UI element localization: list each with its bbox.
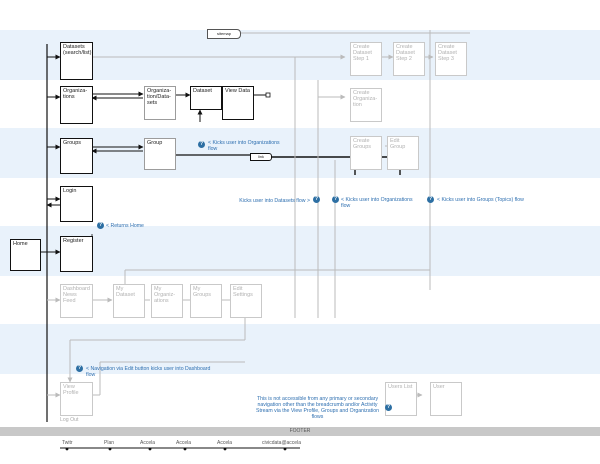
page-groups[interactable]: Groups [60, 138, 93, 174]
info-dot: ? [76, 365, 83, 372]
footer-link[interactable]: Plan [104, 440, 115, 446]
info-dot: ? [198, 141, 205, 148]
page-create-groups[interactable]: Create Groups [350, 136, 382, 170]
sitemap-tag: sitemap [207, 29, 241, 39]
page-create-org[interactable]: Create Organiza-tion [350, 88, 382, 122]
page-home[interactable]: Home [10, 239, 41, 271]
band [0, 226, 600, 276]
band [0, 30, 600, 80]
page-dataset[interactable]: Dataset [190, 86, 222, 110]
page-create-dataset-3[interactable]: Create Dataset Step 3 [435, 42, 467, 76]
page-login[interactable]: Login [60, 186, 93, 222]
log-out-label[interactable]: Log Out [60, 417, 79, 423]
page-edit-settings[interactable]: Edit Settings [230, 284, 262, 318]
note-not-accessible: This is not accessible from any primary … [255, 396, 380, 420]
page-create-dataset-2[interactable]: Create Dataset Step 2 [393, 42, 425, 76]
page-edit-group[interactable]: Edit Group [387, 136, 419, 170]
note-kicks-datasets: Kicks user into Datasets flow > [239, 198, 310, 204]
link-tag: link [250, 153, 272, 161]
footer-link[interactable]: Accela [176, 440, 192, 446]
note-nav-edit: < Navigation via Edit button kicks user … [86, 366, 211, 378]
note-kicks-groups: < Kicks user into Groups (Topics) flow [437, 197, 524, 203]
page-my-dataset[interactable]: My Dataset [113, 284, 145, 318]
info-dot: ? [332, 196, 339, 203]
page-organizations[interactable]: Organiza-tions [60, 86, 93, 124]
note-kicks-org: < Kicks user into Organizations flow [208, 140, 280, 152]
page-view-data[interactable]: View Data [222, 86, 254, 120]
footer-link[interactable]: Accela [140, 440, 156, 446]
note-kicks-org2: < Kicks user into Organizations flow [341, 197, 413, 209]
info-dot: ? [427, 196, 434, 203]
footer-link[interactable]: Accela [217, 440, 233, 446]
band [0, 128, 600, 178]
page-datasets[interactable]: Datasets (search/list) [60, 42, 93, 80]
page-group[interactable]: Group [144, 138, 176, 170]
page-my-orgs[interactable]: My Organiz-ations [151, 284, 183, 318]
info-dot: ? [97, 222, 104, 229]
note-returns-home: < Returns Home [106, 223, 144, 229]
page-register[interactable]: Register [60, 236, 93, 272]
footer-link[interactable]: Twitr [62, 440, 73, 446]
page-user[interactable]: User [430, 382, 462, 416]
info-dot: ? [313, 196, 320, 203]
page-users-list[interactable]: Users List [385, 382, 417, 416]
page-view-profile[interactable]: View Profile [60, 382, 93, 416]
page-org-datasets[interactable]: Organiza-tion/Data-sets [144, 86, 176, 120]
page-dashboard[interactable]: Dashboard News Feed [60, 284, 93, 318]
page-create-dataset-1[interactable]: Create Dataset Step 1 [350, 42, 382, 76]
footer-bar: FOOTER [0, 427, 600, 436]
page-my-groups[interactable]: My Groups [190, 284, 222, 318]
info-dot: ? [385, 404, 392, 411]
footer-link[interactable]: civicdata@accela [262, 440, 301, 446]
